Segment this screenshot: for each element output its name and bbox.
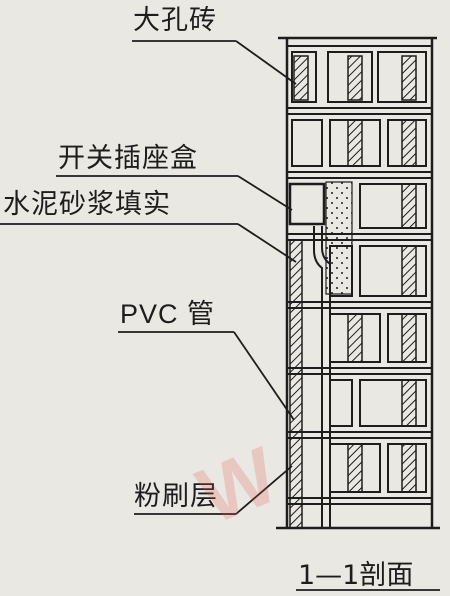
leader-lines: [0, 40, 440, 591]
switch-socket-box: [288, 182, 326, 226]
wall-outline: [276, 36, 440, 530]
brick-webs: [293, 55, 417, 493]
plaster-layer: [289, 239, 303, 529]
label-large-hole-brick: 大孔砖: [133, 5, 217, 36]
brick-courses: [287, 45, 432, 505]
label-switch-socket-box: 开关插座盒: [58, 143, 198, 174]
pvc-pipe-wall: [321, 226, 331, 528]
label-pvc-pipe: PVC 管: [120, 299, 216, 329]
label-plaster-layer: 粉刷层: [134, 481, 218, 512]
label-cement-mortar-fill: 水泥砂浆填实: [3, 189, 171, 220]
pvc-pipe: [313, 226, 323, 528]
section-title: 1—1剖面: [298, 560, 414, 591]
